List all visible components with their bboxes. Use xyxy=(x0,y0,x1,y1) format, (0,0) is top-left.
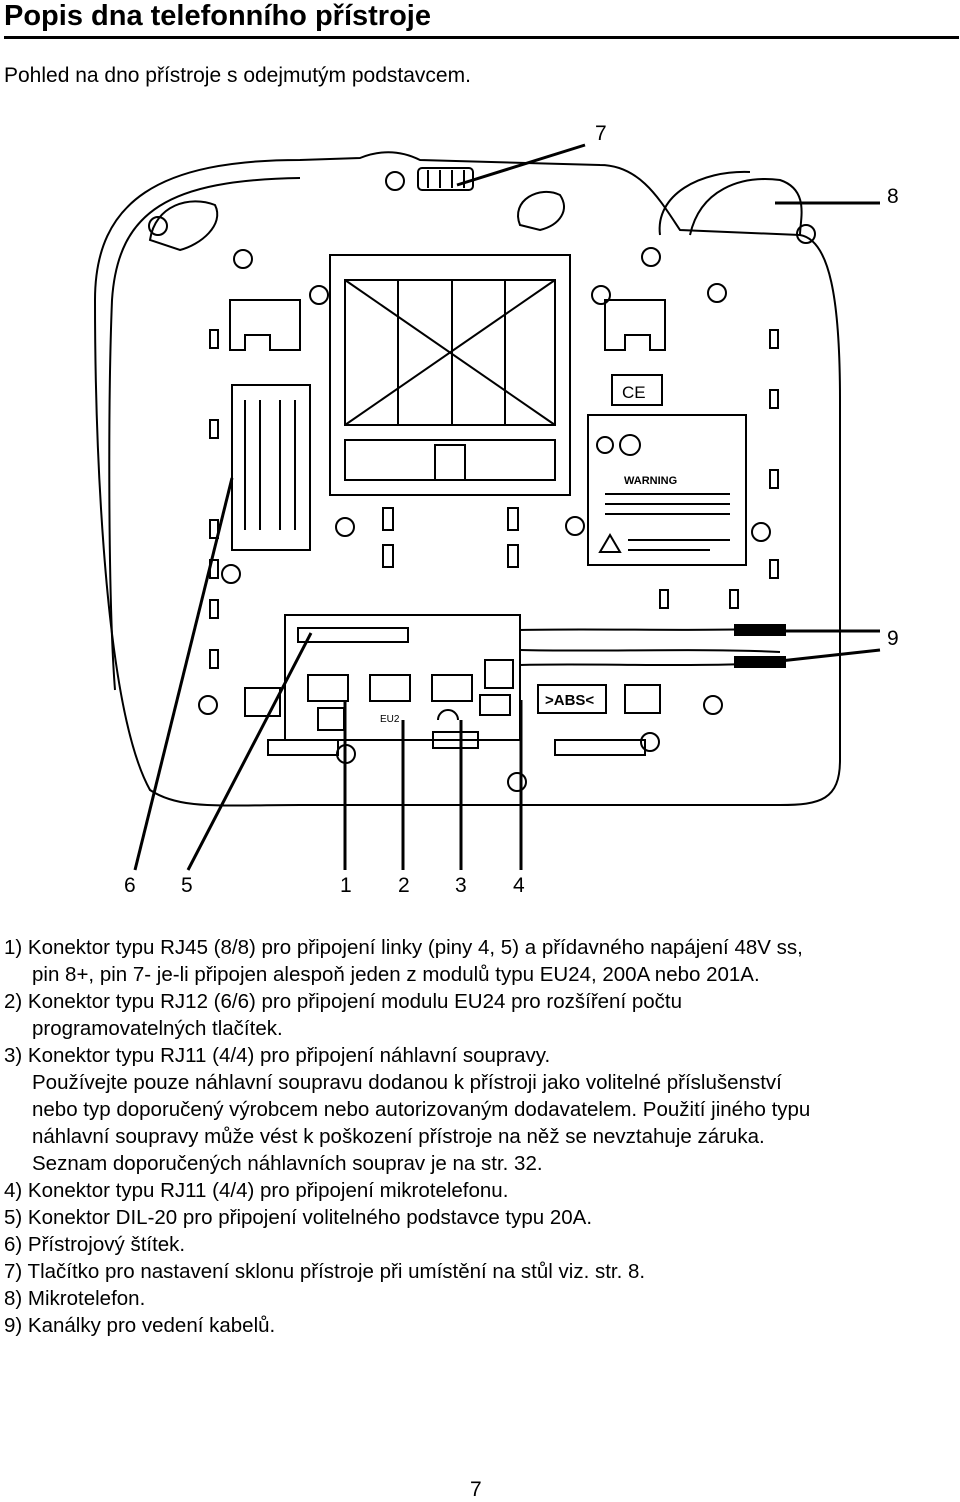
callout-2: 2 xyxy=(398,874,410,897)
page-number: 7 xyxy=(470,1478,482,1501)
desc-line: 2) Konektor typu RJ12 (6/6) pro připojen… xyxy=(4,990,682,1013)
desc-line: 9) Kanálky pro vedení kabelů. xyxy=(4,1314,276,1337)
callout-leaders xyxy=(133,143,881,871)
title-rule xyxy=(4,36,959,39)
callout-8: 8 xyxy=(887,185,899,208)
warning-label xyxy=(587,414,747,566)
callout-5: 5 xyxy=(181,874,193,897)
callout-6: 6 xyxy=(124,874,136,897)
callout-1: 1 xyxy=(340,874,352,897)
desc-line: 6) Přístrojový štítek. xyxy=(4,1233,186,1256)
desc-line: Seznam doporučených náhlavních souprav j… xyxy=(32,1152,543,1175)
figure-caption: Pohled na dno přístroje s odejmutým pods… xyxy=(4,64,471,87)
desc-line: 3) Konektor typu RJ11 (4/4) pro připojen… xyxy=(4,1044,551,1067)
desc-line: 1) Konektor typu RJ45 (8/8) pro připojen… xyxy=(4,936,803,959)
desc-line: náhlavní soupravy může vést k poškození … xyxy=(32,1125,765,1148)
ce-mark: CE xyxy=(622,383,646,402)
phone-body-outline xyxy=(93,151,841,807)
callout-9: 9 xyxy=(887,627,899,650)
device-label xyxy=(231,384,311,551)
desc-line: 4) Konektor typu RJ11 (4/4) pro připojen… xyxy=(4,1179,509,1202)
desc-line: programovatelných tlačítek. xyxy=(32,1017,283,1040)
dil20-connector xyxy=(297,627,409,643)
callout-4: 4 xyxy=(513,874,525,897)
battery-compartment xyxy=(329,254,571,496)
abs-marking: >ABS< xyxy=(545,692,594,709)
desc-line: pin 8+, pin 7- je-li připojen alespoň je… xyxy=(32,963,760,986)
eu2-label: EU2 xyxy=(380,714,400,725)
desc-line: 7) Tlačítko pro nastavení sklonu přístro… xyxy=(4,1260,646,1283)
page-title: Popis dna telefonního přístroje xyxy=(4,0,431,32)
connector-descriptions: 1) Konektor typu RJ45 (8/8) pro připojen… xyxy=(4,934,959,1339)
desc-line: nebo typ doporučený výrobcem nebo autori… xyxy=(32,1098,811,1121)
desc-line: 8) Mikrotelefon. xyxy=(4,1287,146,1310)
warning-label-text: WARNING xyxy=(624,475,677,487)
callout-3: 3 xyxy=(455,874,467,897)
phone-bottom-diagram: WARNING CE EU2 >ABS< xyxy=(93,143,881,871)
callout-7: 7 xyxy=(595,122,607,145)
desc-line: 5) Konektor DIL-20 pro připojení volitel… xyxy=(4,1206,593,1229)
desc-line: Používejte pouze náhlavní soupravu dodan… xyxy=(32,1071,782,1094)
